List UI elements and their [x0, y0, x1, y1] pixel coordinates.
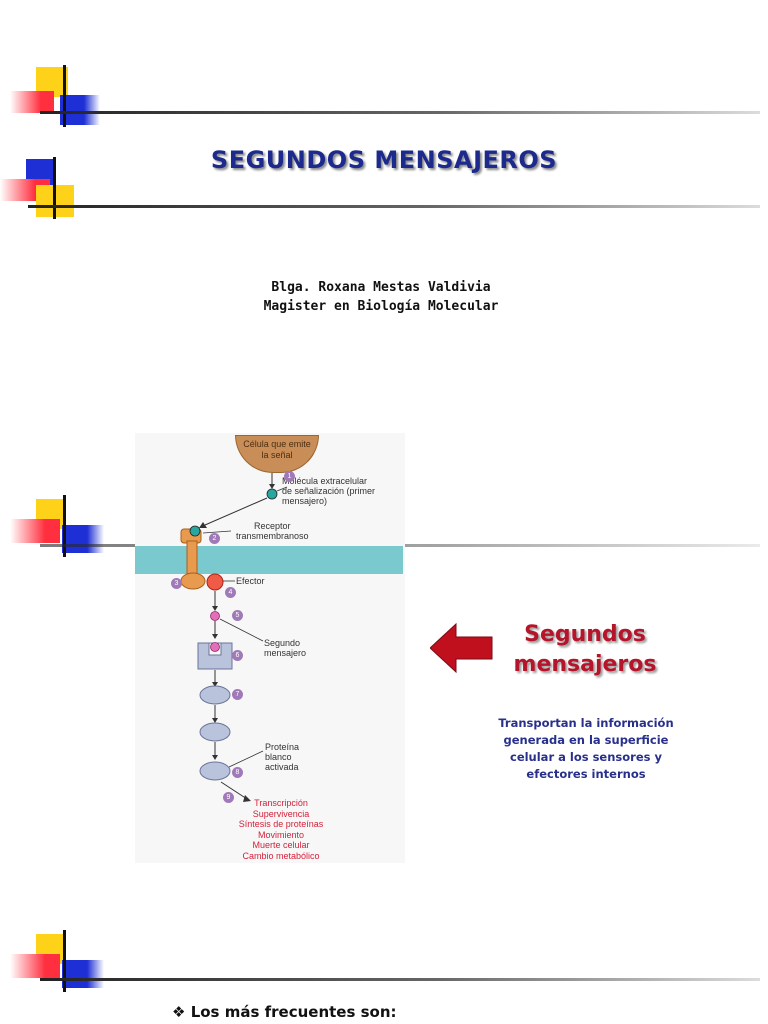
ornament-1	[10, 65, 120, 135]
outcomes-list: Transcripción Supervivencia Síntesis de …	[226, 798, 336, 861]
outcome-item: Transcripción	[254, 798, 308, 808]
target-protein-label: Proteína blanco activada	[265, 742, 300, 772]
outcome-item: Movimiento	[257, 829, 304, 840]
divider-line	[40, 111, 760, 114]
step-number: 5	[232, 610, 243, 621]
ornament-2	[0, 157, 110, 227]
author-degree: Magister en Biología Molecular	[263, 299, 499, 314]
step-number: 8	[232, 767, 243, 778]
receptor-label: Receptor transmembranoso	[236, 521, 309, 541]
bullet-text: Los más frecuentes son:	[190, 1003, 397, 1021]
signaling-figure	[135, 433, 405, 863]
first-messenger-label: Molécula extracelular de señalización (p…	[282, 476, 376, 506]
step-number: 1	[284, 471, 295, 482]
bullet-point: ❖ Los más frecuentes son:	[172, 1003, 397, 1021]
step-number: 3	[171, 578, 182, 589]
author-name: Blga. Roxana Mestas Valdivia	[271, 280, 491, 295]
side-heading-line-2: mensajeros	[513, 652, 657, 677]
slide-title: SEGUNDOS MENSAJEROS	[210, 146, 558, 174]
ornament-4	[10, 930, 120, 1000]
outcome-item: Síntesis de proteínas	[238, 819, 324, 829]
step-number: 9	[223, 792, 234, 803]
side-heading-line-1: Segundos	[524, 622, 646, 647]
effector-label: Efector	[236, 576, 265, 586]
left-arrow-icon	[430, 622, 493, 674]
side-heading: Segundos mensajeros	[500, 620, 670, 680]
step-number: 4	[225, 587, 236, 598]
cell-membrane	[135, 546, 403, 574]
bullet-diamond-icon: ❖	[172, 1003, 186, 1021]
divider-line	[40, 978, 760, 981]
side-description: Transportan la información generada en l…	[498, 716, 674, 781]
step-number: 7	[232, 689, 243, 700]
pathway-diagram	[180, 473, 288, 802]
signal-cell: Célula que emite la señal	[235, 435, 319, 473]
outcome-item: Muerte celular	[252, 840, 310, 850]
ornament-3	[10, 495, 120, 565]
cell-label: Célula que emite la señal	[243, 439, 311, 460]
step-number: 6	[232, 650, 243, 661]
divider-line	[28, 205, 760, 208]
outcome-item: Cambio metabólico	[242, 850, 320, 861]
step-number: 2	[209, 533, 220, 544]
second-messenger-label: Segundo mensajero	[264, 638, 307, 658]
outcome-item: Supervivencia	[252, 808, 310, 819]
